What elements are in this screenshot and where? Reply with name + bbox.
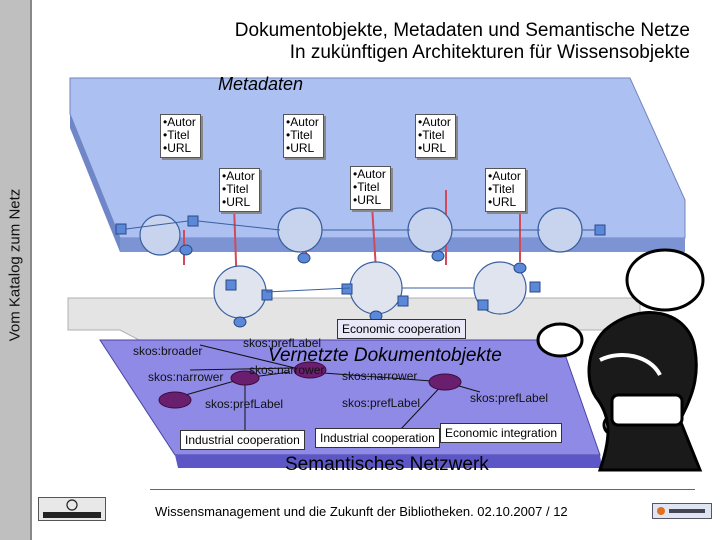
doc-cluster-1 <box>213 265 267 319</box>
record-field-title: •Titel <box>286 128 313 142</box>
relation-preflabel-1: skos:prefLabel <box>243 336 322 350</box>
relation-preflabel-3: skos:prefLabel <box>342 396 421 410</box>
concept-node-2 <box>428 373 462 391</box>
doc-nodes <box>115 215 606 328</box>
thinking-person-icon <box>536 248 705 472</box>
record-field-title: •Titel <box>353 180 380 194</box>
doc-cluster-upper-1 <box>139 214 181 256</box>
metadata-record-2: •Autor •Titel •URL <box>283 114 324 158</box>
concept-economic-integration: Economic integration <box>440 423 563 443</box>
doc-cluster-2 <box>349 261 403 315</box>
record-field-author: •Autor <box>163 115 196 129</box>
record-field-author: •Autor <box>418 115 451 129</box>
doc-cluster-upper-3 <box>407 207 453 253</box>
doc-cluster-upper-4 <box>537 207 583 253</box>
relation-narrower-2: skos:narrower <box>249 363 325 377</box>
doc-clusters <box>139 207 583 319</box>
doc-cluster-upper-2 <box>277 207 323 253</box>
record-field-author: •Autor <box>488 169 521 183</box>
metadata-plane <box>69 77 686 239</box>
relation-narrower-1: skos:narrower <box>148 370 224 384</box>
record-field-url: •URL <box>488 195 517 209</box>
record-field-title: •Titel <box>488 182 515 196</box>
metadata-plane-edge <box>120 238 685 252</box>
metadata-record-6: •Autor •Titel •URL <box>485 168 526 212</box>
concept-economic-cooperation: Economic cooperation <box>337 319 466 339</box>
relation-preflabel-2: skos:prefLabel <box>205 397 284 411</box>
record-field-title: •Titel <box>418 128 445 142</box>
side-band <box>0 0 30 540</box>
metadata-record-3: •Autor •Titel •URL <box>415 114 456 158</box>
record-field-author: •Autor <box>222 169 255 183</box>
record-field-title: •Titel <box>163 128 190 142</box>
semantic-plane-edge <box>175 455 602 468</box>
creative-commons-icon <box>38 497 106 521</box>
relation-narrower-3: skos:narrower <box>342 369 418 383</box>
metadata-layer-label: Metadaten <box>218 74 304 94</box>
footer-text: Wissensmanagement und die Zukunft der Bi… <box>155 504 568 519</box>
side-divider <box>30 0 32 540</box>
open-access-icon <box>652 503 712 519</box>
footer-divider <box>150 489 695 490</box>
metadata-record-5: •Autor •Titel •URL <box>350 166 391 210</box>
record-field-url: •URL <box>163 141 192 155</box>
page-title: Dokumentobjekte, Metadaten und Semantisc… <box>234 20 690 41</box>
record-field-title: •Titel <box>222 182 249 196</box>
page-subtitle: In zukünftigen Architekturen für Wissens… <box>289 42 690 63</box>
concept-node-3 <box>158 391 192 409</box>
concept-industrial-cooperation-1: Industrial cooperation <box>180 430 305 450</box>
metadata-record-4: •Autor •Titel •URL <box>219 168 260 212</box>
doc-edges <box>125 220 595 293</box>
record-field-author: •Autor <box>286 115 319 129</box>
record-field-author: •Autor <box>353 167 386 181</box>
record-field-url: •URL <box>418 141 447 155</box>
metadata-plane-side <box>70 114 120 252</box>
record-field-url: •URL <box>222 195 251 209</box>
concept-node-1 <box>293 361 327 379</box>
concept-node-4 <box>230 370 260 386</box>
semantic-layer-label: Semantisches Netzwerk <box>285 454 489 475</box>
record-field-url: •URL <box>286 141 315 155</box>
relation-broader: skos:broader <box>133 344 203 358</box>
metadata-record-1: •Autor •Titel •URL <box>160 114 201 158</box>
concept-industrial-cooperation-2: Industrial cooperation <box>315 428 440 448</box>
concept-nodes <box>158 361 462 409</box>
document-layer-label: Vernetzte Dokumentobjekte <box>268 345 502 366</box>
relation-preflabel-4: skos:prefLabel <box>470 391 549 405</box>
record-field-url: •URL <box>353 193 382 207</box>
